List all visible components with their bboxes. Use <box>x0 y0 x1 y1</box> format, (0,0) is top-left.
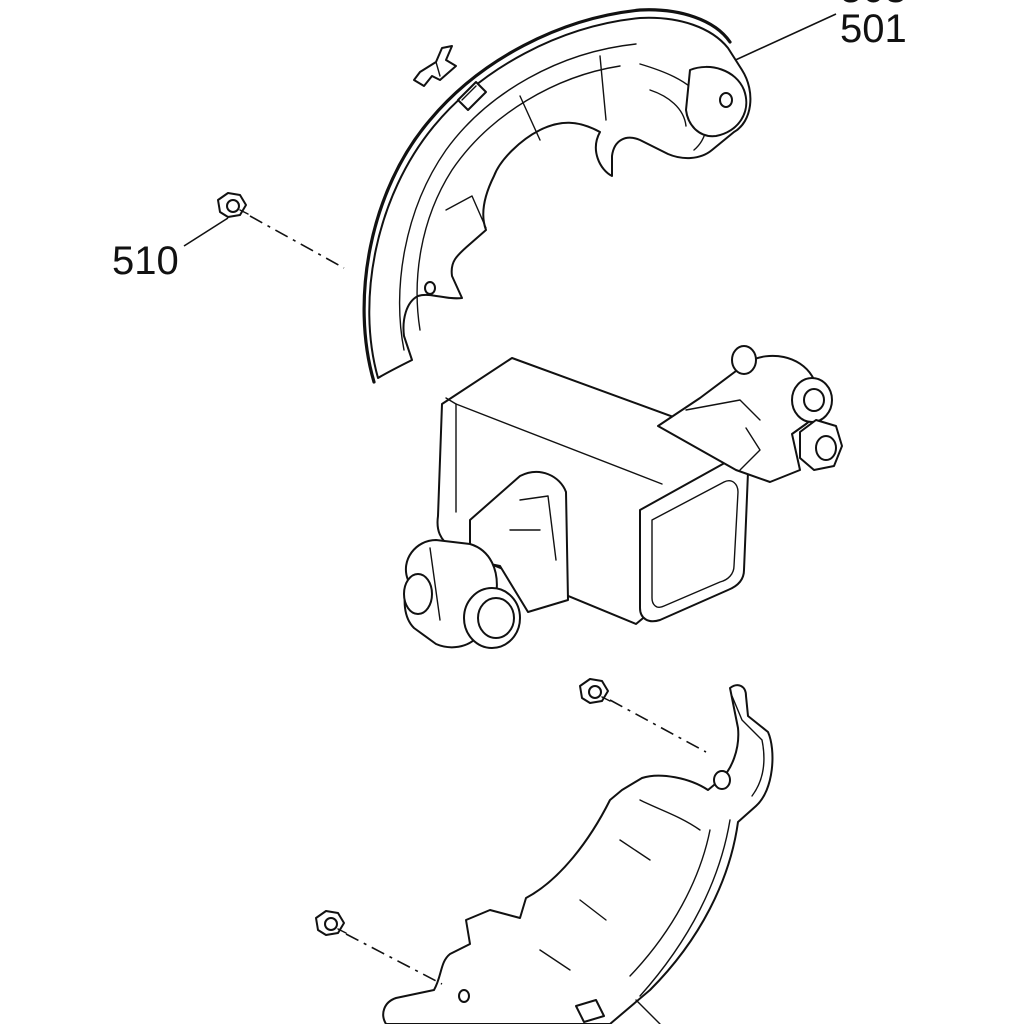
upper-shield-small-hole <box>424 281 436 295</box>
wire-clip <box>413 45 457 87</box>
upper-shield-mount-tab <box>685 65 748 138</box>
centerline-bolt-middle <box>609 699 707 753</box>
centerline-bolt-lower <box>345 933 443 985</box>
axle-knuckle-assembly <box>403 345 843 649</box>
bolt-510-lower <box>315 910 347 936</box>
upper-shield-slot <box>457 81 487 111</box>
leader-line-510 <box>183 217 229 247</box>
lower-control-arm <box>469 471 569 613</box>
bolt-510-upper <box>217 192 249 218</box>
lower-shield-small-hole <box>458 989 470 1003</box>
bolt-510-middle <box>579 678 611 704</box>
callout-label-501: 501 <box>840 7 907 51</box>
leader-line-501 <box>717 13 837 69</box>
upper-shield-bolt-hole <box>719 92 733 108</box>
upper-control-arm <box>657 354 820 483</box>
lower-shield-body <box>382 684 774 1024</box>
lower-shield-slot <box>575 999 605 1023</box>
upper-splash-shield <box>362 8 752 384</box>
lower-shield-bolt-hole <box>713 770 731 790</box>
lower-splash-shield <box>382 684 774 1024</box>
centerline-bolt-upper <box>249 215 345 269</box>
callout-label-510: 510 <box>112 239 179 283</box>
callout-label-clipped: 503 <box>840 0 907 11</box>
